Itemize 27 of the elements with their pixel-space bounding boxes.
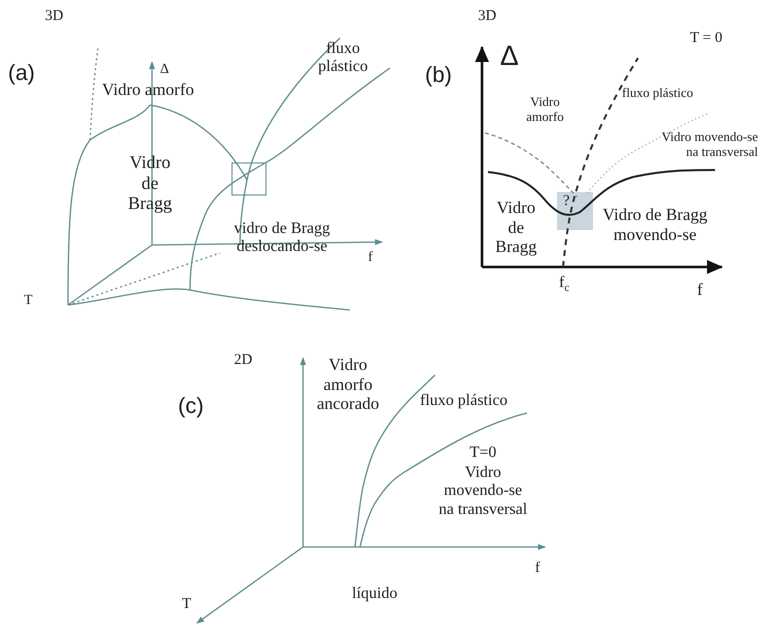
axis-label: f	[368, 250, 373, 266]
axis-tick-label: f$_{c}$	[559, 274, 570, 296]
region-label: Vidro amorfo	[526, 95, 564, 125]
region-label: fluxo plástico	[420, 392, 508, 410]
panel-label: (c)	[178, 393, 204, 418]
axis-label: Δ	[160, 62, 170, 78]
region-label: Vidro movendo-se na transversal	[438, 464, 528, 520]
axis-label: T	[182, 596, 192, 614]
panel-label: (b)	[425, 62, 452, 88]
axis-label: f	[697, 280, 703, 300]
question-mark: ?	[563, 193, 570, 210]
condition-label: T = 0	[690, 30, 722, 48]
region-label: líquido	[352, 585, 398, 604]
region-label: Vidro de Bragg movendo-se	[602, 205, 708, 244]
axis-label: Δ	[500, 40, 519, 72]
region-label: fluxo plástico	[318, 40, 368, 77]
region-label: fluxo plástico	[622, 86, 694, 101]
region-label: Vidro amorfo ancorado	[316, 355, 380, 414]
dimension-label: 2D	[234, 352, 252, 370]
dimension-label: 3D	[478, 8, 496, 26]
region-label: Vidro movendo-se na transversal	[662, 130, 758, 160]
dimension-label: 3D	[45, 8, 64, 26]
panel-label: (a)	[8, 60, 35, 86]
axis-label: T	[24, 293, 33, 310]
axis-label: f	[535, 560, 540, 578]
region-label: Vidro de Bragg	[495, 198, 537, 257]
condition-label: T=0	[470, 444, 496, 462]
